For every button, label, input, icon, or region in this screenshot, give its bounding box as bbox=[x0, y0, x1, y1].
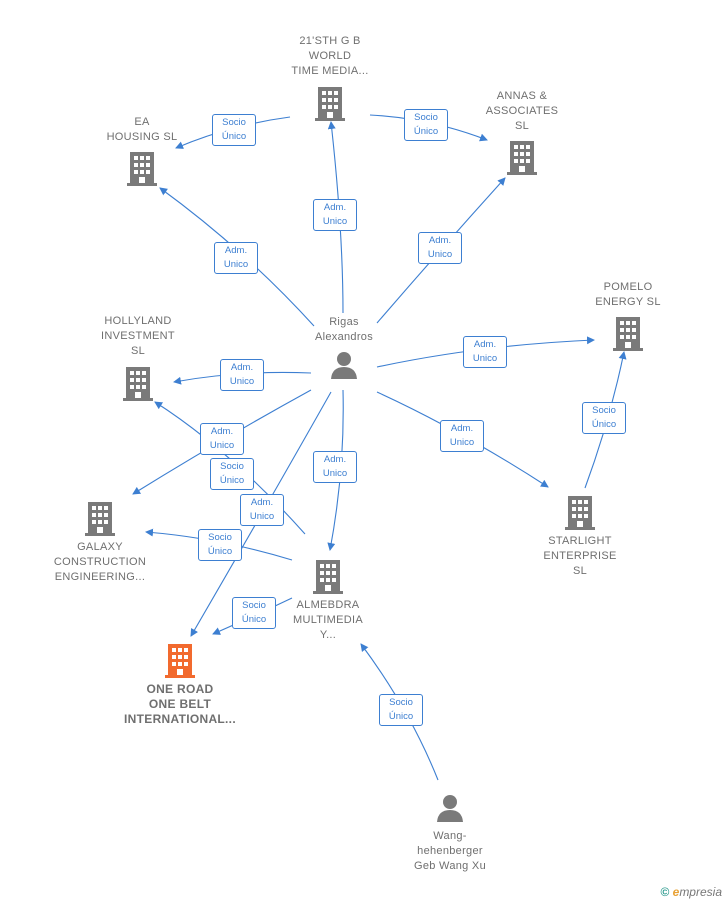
person-icon bbox=[331, 352, 357, 379]
building-icon bbox=[313, 560, 343, 594]
edge-label-adm-unico[interactable]: Adm. Unico bbox=[313, 199, 357, 231]
building-icon bbox=[165, 644, 195, 678]
node-label: 21'STH G B WORLD TIME MEDIA... bbox=[291, 35, 369, 77]
node-label: GALAXY CONSTRUCTION ENGINEERING... bbox=[53, 541, 147, 583]
edge-label-socio-unico[interactable]: Socio Único bbox=[212, 114, 256, 146]
building-icon bbox=[123, 367, 153, 401]
copyright-icon: © bbox=[660, 885, 670, 899]
edge-label-socio-unico[interactable]: Socio Único bbox=[404, 109, 448, 141]
node-almebdra-multimedia[interactable]: ALMEBDRA MULTIMEDIA Y... bbox=[278, 558, 378, 643]
edge-label-adm-unico[interactable]: Adm. Unico bbox=[463, 336, 507, 368]
building-icon bbox=[507, 141, 537, 175]
edge-label-socio-unico[interactable]: Socio Único bbox=[379, 694, 423, 726]
edge-label-adm-unico[interactable]: Adm. Unico bbox=[240, 494, 284, 526]
edge-label-socio-unico[interactable]: Socio Único bbox=[582, 402, 626, 434]
node-label: ANNAS & ASSOCIATES SL bbox=[485, 90, 559, 132]
edge-label-socio-unico[interactable]: Socio Único bbox=[210, 458, 254, 490]
node-label: EA HOUSING SL bbox=[106, 116, 178, 143]
node-starlight-enterprise[interactable]: STARLIGHT ENTERPRISE SL bbox=[530, 494, 630, 579]
node-pomelo-energy[interactable]: POMELO ENERGY SL bbox=[578, 280, 678, 351]
node-label: Rigas Alexandros bbox=[314, 316, 374, 343]
edge-label-adm-unico[interactable]: Adm. Unico bbox=[220, 359, 264, 391]
node-one-road-one-belt[interactable]: ONE ROAD ONE BELT INTERNATIONAL... bbox=[110, 642, 250, 727]
node-label: POMELO ENERGY SL bbox=[595, 281, 661, 308]
node-label: STARLIGHT ENTERPRISE SL bbox=[543, 535, 617, 577]
empresia-logo[interactable]: © empresia bbox=[660, 885, 722, 899]
building-icon bbox=[613, 317, 643, 351]
brand-initial: e bbox=[672, 885, 680, 899]
edge-label-adm-unico[interactable]: Adm. Unico bbox=[418, 232, 462, 264]
edge-label-adm-unico[interactable]: Adm. Unico bbox=[200, 423, 244, 455]
building-icon bbox=[127, 152, 157, 186]
person-icon bbox=[437, 795, 463, 822]
node-21sth-time-media[interactable]: 21'STH G B WORLD TIME MEDIA... bbox=[280, 34, 380, 121]
node-annas-associates[interactable]: ANNAS & ASSOCIATES SL bbox=[472, 89, 572, 175]
node-ea-housing[interactable]: EA HOUSING SL bbox=[92, 115, 192, 186]
node-hollyland-investment[interactable]: HOLLYLAND INVESTMENT SL bbox=[88, 314, 188, 401]
node-rigas-alexandros[interactable]: Rigas Alexandros bbox=[294, 315, 394, 380]
edge-label-adm-unico[interactable]: Adm. Unico bbox=[440, 420, 484, 452]
edge-label-adm-unico[interactable]: Adm. Unico bbox=[313, 451, 357, 483]
node-label: HOLLYLAND INVESTMENT SL bbox=[101, 315, 175, 357]
edge-label-socio-unico[interactable]: Socio Único bbox=[198, 529, 242, 561]
edge-label-socio-unico[interactable]: Socio Único bbox=[232, 597, 276, 629]
edge-label-adm-unico[interactable]: Adm. Unico bbox=[214, 242, 258, 274]
node-label: ONE ROAD ONE BELT INTERNATIONAL... bbox=[124, 682, 236, 726]
node-label: ALMEBDRA MULTIMEDIA Y... bbox=[292, 599, 364, 641]
building-icon bbox=[565, 496, 595, 530]
node-wang-hehenberger[interactable]: Wang- hehenberger Geb Wang Xu bbox=[400, 793, 500, 874]
building-icon bbox=[315, 87, 345, 121]
brand-name: mpresia bbox=[679, 885, 722, 899]
building-icon bbox=[85, 502, 115, 536]
node-label: Wang- hehenberger Geb Wang Xu bbox=[414, 830, 486, 872]
node-galaxy-construction[interactable]: GALAXY CONSTRUCTION ENGINEERING... bbox=[40, 500, 160, 585]
